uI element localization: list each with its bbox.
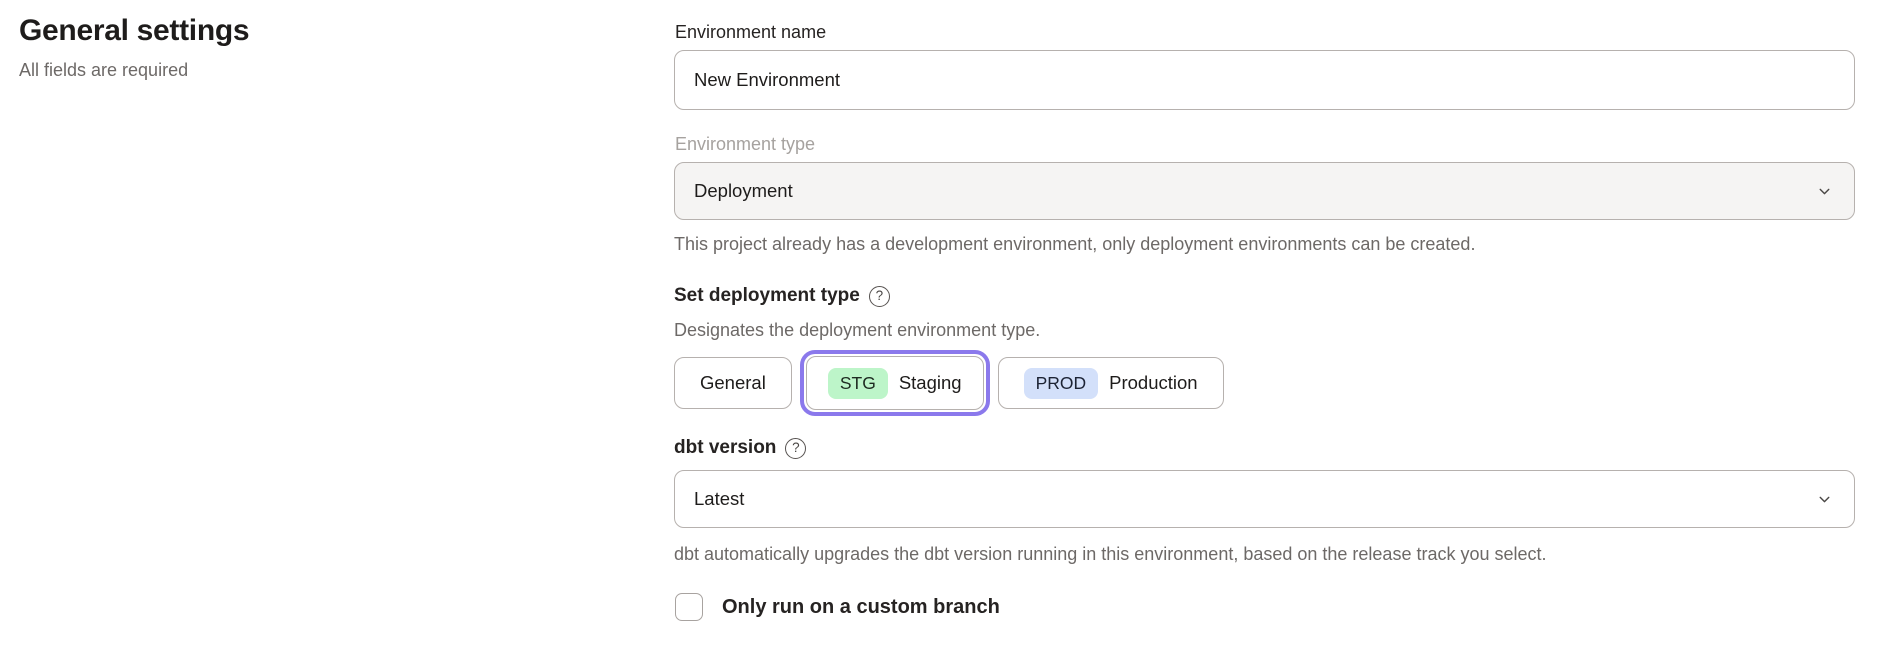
environment-type-label: Environment type (675, 134, 816, 154)
chevron-down-icon (1816, 183, 1833, 200)
deployment-type-options: General STG Staging PROD Production (674, 350, 1855, 416)
dbt-version-section-label: dbt version ? (674, 437, 1855, 459)
deployment-type-production-label: Production (1109, 372, 1198, 393)
environment-type-value: Deployment (694, 180, 793, 201)
deployment-type-selected-ring: STG Staging (799, 350, 990, 416)
custom-branch-row: Only run on a custom branch (675, 593, 1855, 621)
help-icon[interactable]: ? (785, 437, 807, 459)
deployment-type-production-button[interactable]: PROD Production (997, 357, 1224, 409)
page-title: General settings (19, 14, 250, 47)
environment-type-select[interactable]: Deployment (674, 162, 1855, 220)
deployment-type-general-label: General (700, 372, 766, 393)
page-header: General settings All fields are required (19, 14, 250, 81)
environment-name-input[interactable] (674, 50, 1855, 110)
dbt-version-label: dbt version (674, 437, 777, 458)
deployment-type-staging-button[interactable]: STG Staging (805, 356, 984, 410)
chevron-down-icon (1816, 491, 1833, 508)
deployment-type-helper: Designates the deployment environment ty… (674, 320, 1041, 340)
deployment-type-section-label: Set deployment type ? (674, 285, 1855, 307)
deployment-type-general-button[interactable]: General (674, 357, 792, 409)
environment-type-helper: This project already has a development e… (674, 234, 1476, 254)
custom-branch-checkbox[interactable] (675, 593, 703, 621)
dbt-version-select[interactable]: Latest (674, 470, 1855, 528)
custom-branch-label: Only run on a custom branch (722, 595, 1000, 618)
help-icon[interactable]: ? (868, 285, 890, 307)
deployment-type-staging-label: Staging (898, 372, 962, 393)
staging-badge: STG (827, 367, 888, 399)
environment-settings-form: Environment name Environment type Deploy… (674, 0, 1855, 621)
page-subtitle: All fields are required (19, 60, 189, 80)
deployment-type-label: Set deployment type (674, 285, 860, 306)
environment-name-label: Environment name (675, 22, 827, 42)
dbt-version-value: Latest (694, 488, 745, 509)
dbt-version-helper: dbt automatically upgrades the dbt versi… (674, 544, 1547, 564)
production-badge: PROD (1023, 367, 1099, 399)
